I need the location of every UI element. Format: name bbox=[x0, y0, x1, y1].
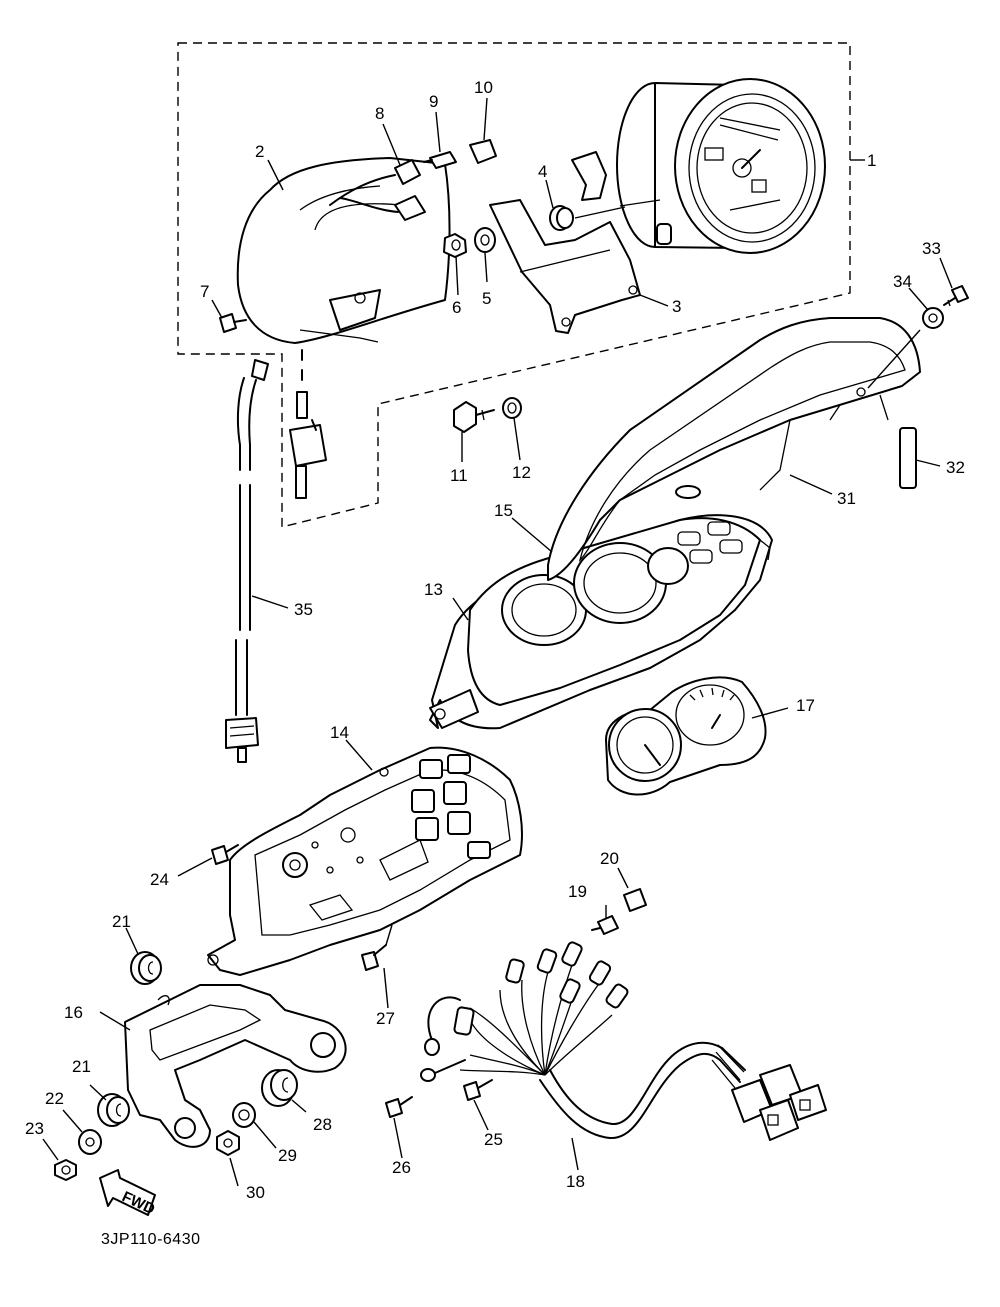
callout-28: 28 bbox=[313, 1115, 332, 1134]
bolt-11 bbox=[453, 401, 495, 433]
washer-12 bbox=[502, 397, 522, 419]
callout-13: 13 bbox=[424, 580, 443, 599]
callout-7: 7 bbox=[200, 282, 209, 301]
callout-9: 9 bbox=[429, 92, 438, 111]
callout-10: 10 bbox=[474, 78, 493, 97]
grommet-21-lower bbox=[97, 1093, 130, 1127]
callout-29: 29 bbox=[278, 1146, 297, 1165]
meter-wire-connector bbox=[289, 349, 327, 499]
callout-23: 23 bbox=[25, 1119, 44, 1138]
callout-17: 17 bbox=[796, 696, 815, 715]
callout-6: 6 bbox=[452, 298, 461, 317]
callout-22: 22 bbox=[45, 1089, 64, 1108]
mounting-bracket bbox=[124, 984, 347, 1148]
collar-22 bbox=[78, 1129, 102, 1155]
callout-24: 24 bbox=[150, 870, 169, 889]
meter-bracket bbox=[489, 151, 641, 334]
callout-18: 18 bbox=[566, 1172, 585, 1191]
callout-31: 31 bbox=[837, 489, 856, 508]
screw-7 bbox=[219, 313, 247, 333]
meter-base bbox=[207, 746, 523, 976]
callout-20: 20 bbox=[600, 849, 619, 868]
cap-10 bbox=[469, 139, 497, 164]
harness-wires bbox=[459, 964, 613, 1076]
callout-11: 11 bbox=[450, 466, 468, 485]
callout-16: 16 bbox=[64, 1003, 83, 1022]
wire-harness bbox=[420, 941, 827, 1141]
callout-labels: 1 2 3 4 5 6 7 8 9 10 11 12 13 14 15 16 1… bbox=[25, 78, 965, 1202]
callout-27: 27 bbox=[376, 1009, 395, 1028]
meter-housing bbox=[429, 514, 773, 730]
meter-cover bbox=[236, 157, 451, 344]
screw-33 bbox=[943, 285, 969, 307]
leader-lines bbox=[42, 97, 953, 1187]
callout-3: 3 bbox=[672, 297, 681, 316]
callout-21a: 21 bbox=[112, 912, 131, 931]
bulb-socket-8 bbox=[329, 159, 426, 221]
nut-23 bbox=[54, 1159, 77, 1181]
grommet-4 bbox=[549, 205, 626, 231]
callout-34: 34 bbox=[893, 272, 912, 291]
callout-30: 30 bbox=[246, 1183, 265, 1202]
callout-12: 12 bbox=[512, 463, 531, 482]
meter-visor bbox=[547, 317, 921, 581]
callout-21b: 21 bbox=[72, 1057, 91, 1076]
callout-15: 15 bbox=[494, 501, 513, 520]
meter-unit bbox=[616, 78, 826, 254]
callout-35: 35 bbox=[294, 600, 313, 619]
bulb-9 bbox=[423, 151, 457, 169]
callout-14: 14 bbox=[330, 723, 349, 742]
cap-20 bbox=[623, 888, 647, 912]
screw-27 bbox=[361, 924, 393, 971]
callout-33: 33 bbox=[922, 239, 941, 258]
callout-19: 19 bbox=[568, 882, 587, 901]
washer-29 bbox=[232, 1102, 256, 1128]
callout-1: 1 bbox=[867, 151, 876, 170]
speedometer-cable-35 bbox=[225, 359, 269, 763]
callout-32: 32 bbox=[946, 458, 965, 477]
fwd-arrow-icon: FWD bbox=[99, 1169, 158, 1218]
callout-25: 25 bbox=[484, 1130, 503, 1149]
callout-2: 2 bbox=[255, 142, 264, 161]
indicator-panel bbox=[605, 676, 767, 796]
bulb-19 bbox=[591, 915, 619, 935]
nut-30 bbox=[216, 1130, 240, 1156]
callout-26: 26 bbox=[392, 1158, 411, 1177]
nut-6 bbox=[443, 233, 467, 258]
callout-4: 4 bbox=[538, 162, 547, 181]
screw-25 bbox=[463, 1079, 493, 1101]
callout-8: 8 bbox=[375, 104, 384, 123]
washer-34 bbox=[922, 307, 944, 329]
diagram-reference-code: 3JP110-6430 bbox=[101, 1231, 201, 1248]
strip-32 bbox=[899, 427, 917, 489]
washer-5 bbox=[474, 227, 496, 253]
screw-24 bbox=[211, 844, 239, 865]
grommet-28 bbox=[261, 1069, 298, 1107]
assembly-boundary bbox=[177, 42, 851, 528]
screw-26 bbox=[385, 1096, 413, 1118]
grommet-21-upper bbox=[130, 951, 162, 985]
callout-5: 5 bbox=[482, 289, 491, 308]
